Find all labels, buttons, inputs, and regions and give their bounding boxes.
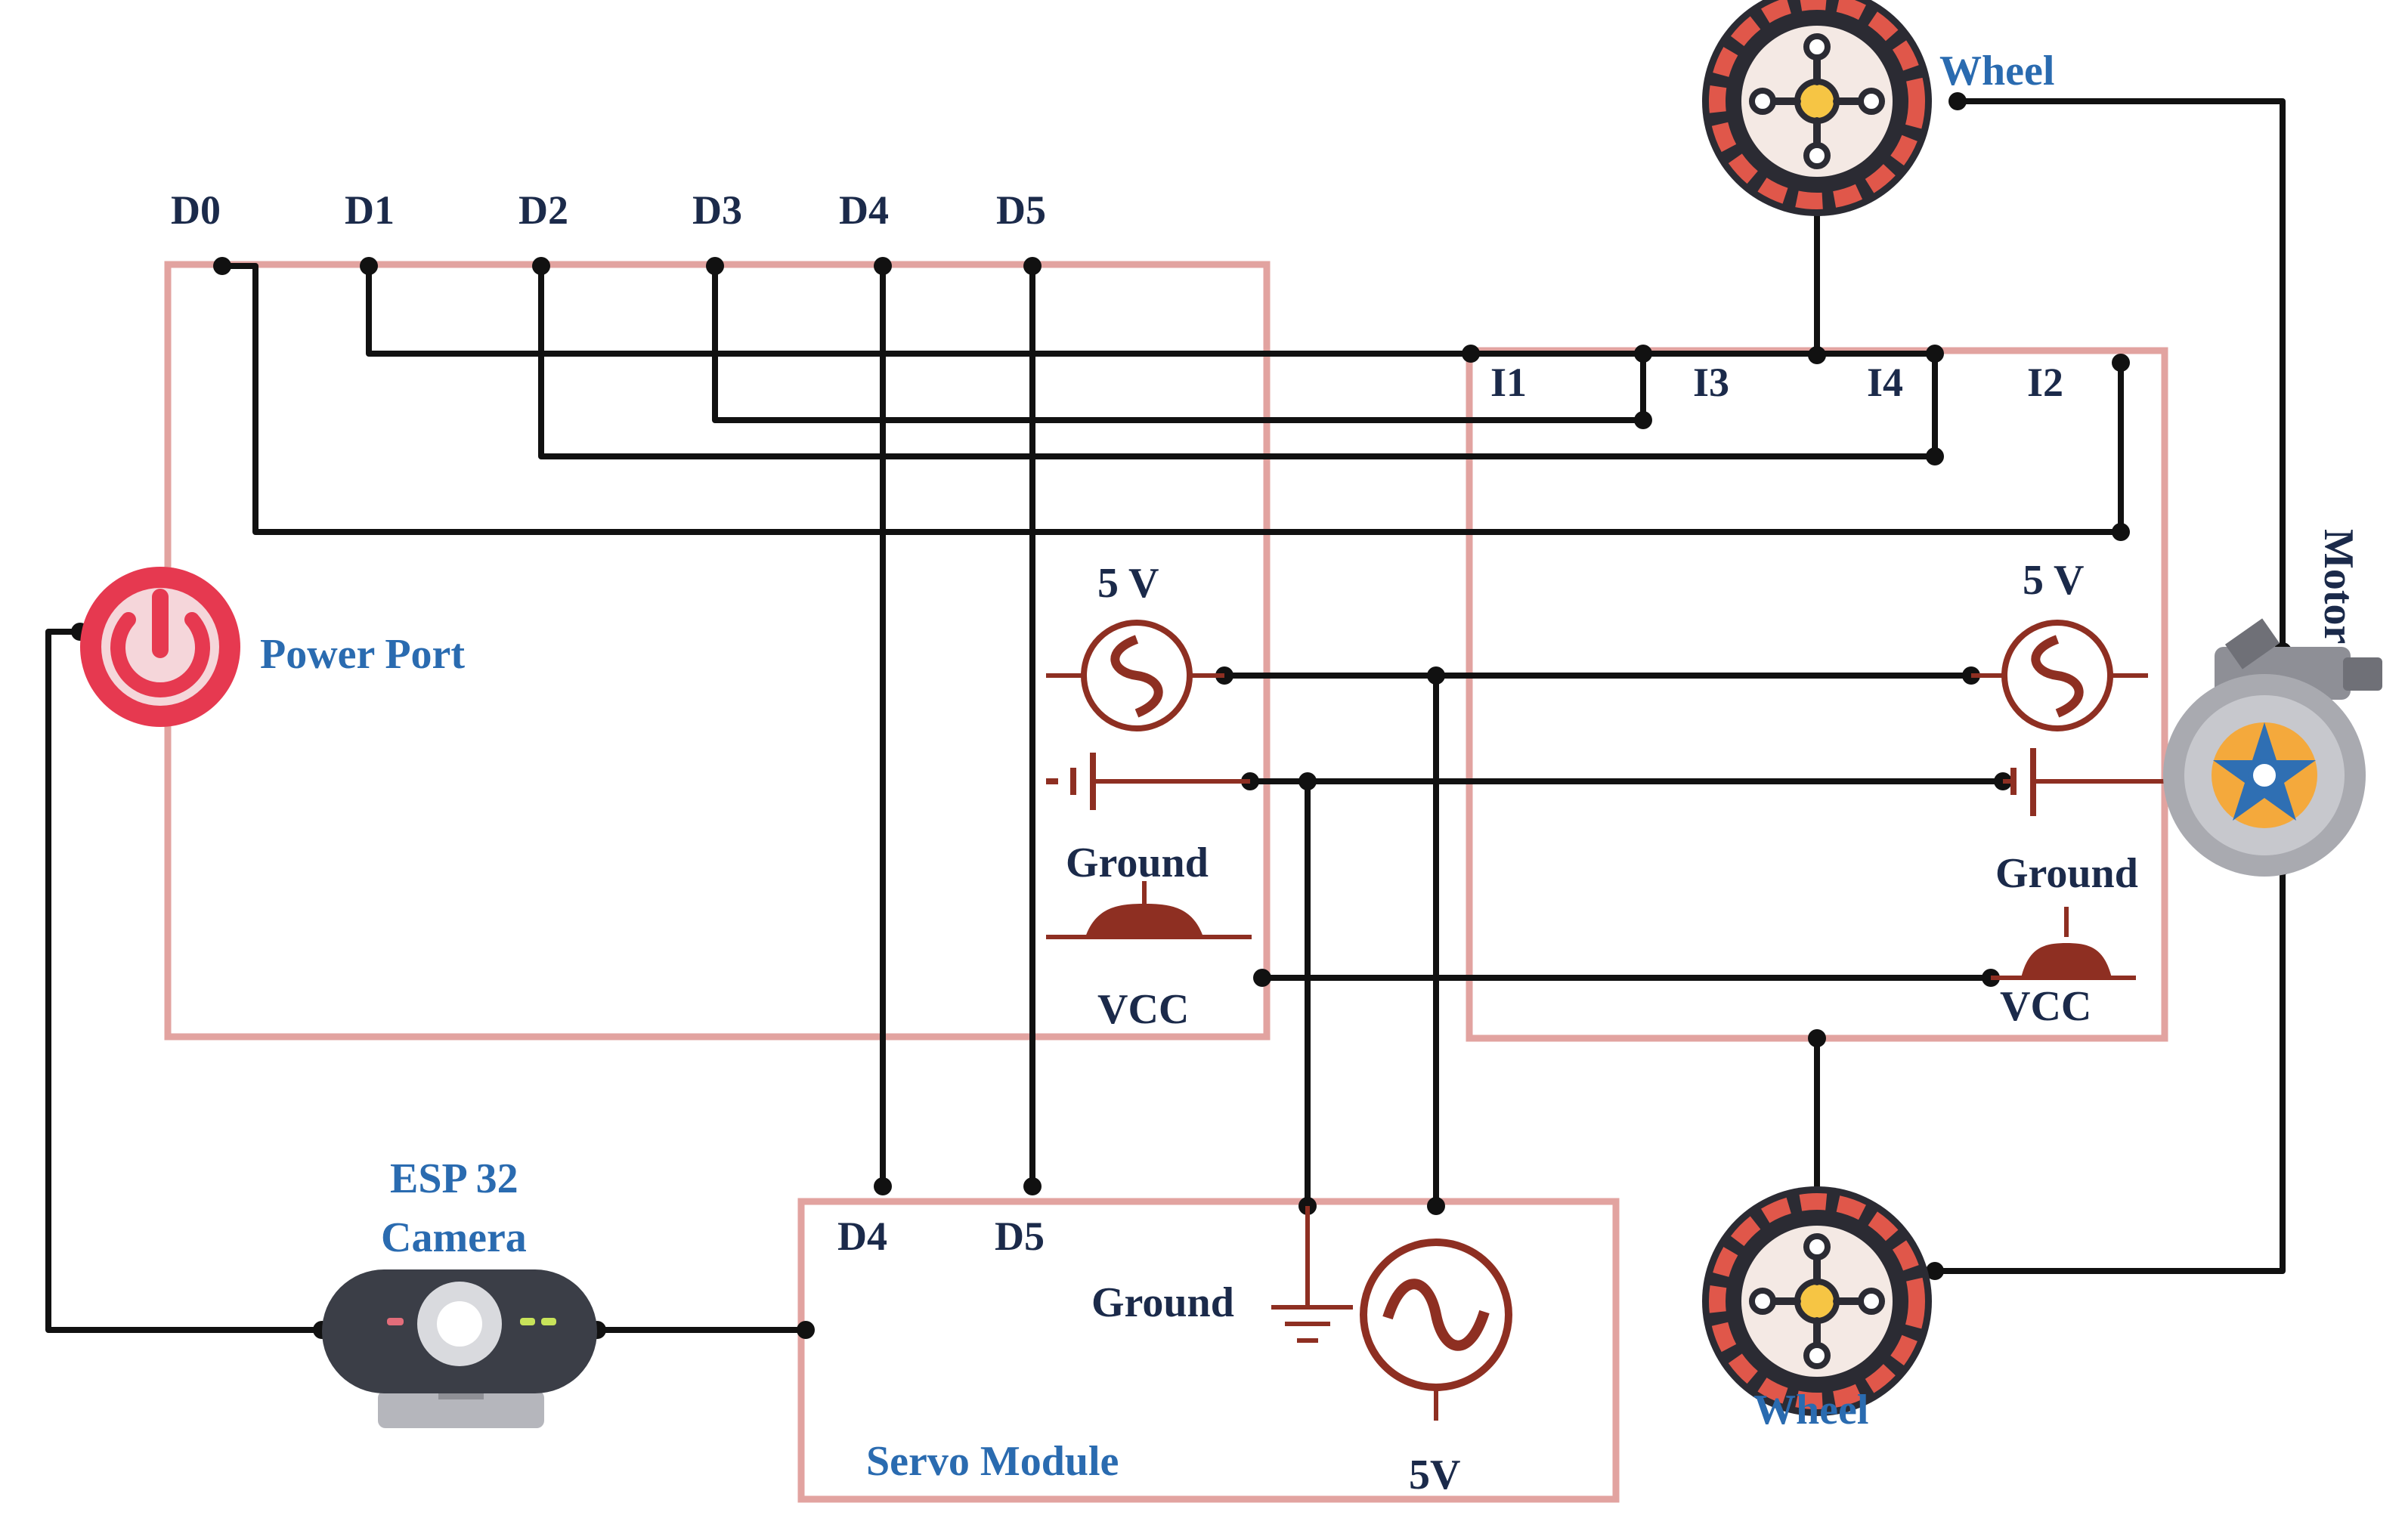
driver-5v-label: 5 V [2023, 557, 2084, 604]
servo-d4-label: D4 [837, 1214, 887, 1259]
camera-label-line1: ESP 32 [390, 1155, 518, 1202]
wheel-bottom-icon [1702, 1186, 1932, 1416]
esp-ground-battery-icon [1046, 753, 1250, 810]
pin-label-d0: D0 [171, 187, 221, 233]
input-label-i3: I3 [1693, 360, 1729, 405]
wire-wheel-bottom-motor [1932, 863, 2286, 1274]
servo-5v-source-icon [1360, 1238, 1512, 1421]
servo-5v-label: 5V [1409, 1452, 1460, 1498]
esp-ground-label: Ground [1066, 840, 1209, 886]
input-label-i1: I1 [1490, 360, 1527, 405]
wheel-bottom-label: Wheel [1753, 1387, 1868, 1433]
camera-icon [322, 1269, 597, 1428]
input-label-i2: I2 [2027, 360, 2063, 405]
wires [45, 98, 2286, 1333]
power-port-label: Power Port [260, 631, 465, 678]
driver-ground-label: Ground [1995, 850, 2138, 897]
pin-label-d2: D2 [518, 187, 568, 233]
wire-d2-i4 [538, 263, 1938, 459]
driver-5v-source-icon [1971, 620, 2148, 731]
pin-label-d1: D1 [345, 187, 395, 233]
wire-power-camera [45, 629, 325, 1333]
wire-d1-i1 [366, 263, 1474, 357]
wheel-top-label: Wheel [1939, 48, 2054, 94]
esp-5v-source-icon [1046, 620, 1224, 731]
esp-vcc-label: VCC [1097, 986, 1189, 1033]
pin-label-d3: D3 [692, 187, 742, 233]
camera-label-line2: Camera [381, 1214, 527, 1261]
servo-module-box [797, 1198, 1620, 1503]
top-pin-labels: D0 D1 D2 D3 D4 D5 [171, 187, 1046, 233]
pin-label-d4: D4 [839, 187, 889, 233]
servo-ground-icon [1271, 1206, 1353, 1343]
input-label-i4: I4 [1867, 360, 1903, 405]
driver-ground-battery-icon [2003, 748, 2169, 816]
wheel-top-icon [1702, 0, 1932, 216]
servo-module-title: Servo Module [866, 1438, 1119, 1485]
esp-5v-label: 5 V [1097, 560, 1159, 607]
driver-input-labels: I1 I3 I4 I2 [1490, 360, 2063, 405]
motor-label: Motor [2315, 529, 2362, 644]
esp-vcc-dome-icon [1046, 881, 1252, 939]
motor-icon [2163, 618, 2382, 877]
driver-vcc-dome-icon [1991, 907, 2136, 980]
pin-label-d5: D5 [996, 187, 1046, 233]
wire-wheel-top-motor [1955, 98, 2286, 654]
servo-ground-label: Ground [1091, 1279, 1234, 1326]
servo-d5-label: D5 [995, 1214, 1045, 1259]
driver-vcc-label: VCC [2000, 983, 2091, 1030]
wire-d0-i2 [219, 263, 2124, 535]
junction-dots [71, 92, 2292, 1339]
power-port-icon [80, 567, 240, 727]
wire-d3-i3 [712, 263, 1646, 423]
